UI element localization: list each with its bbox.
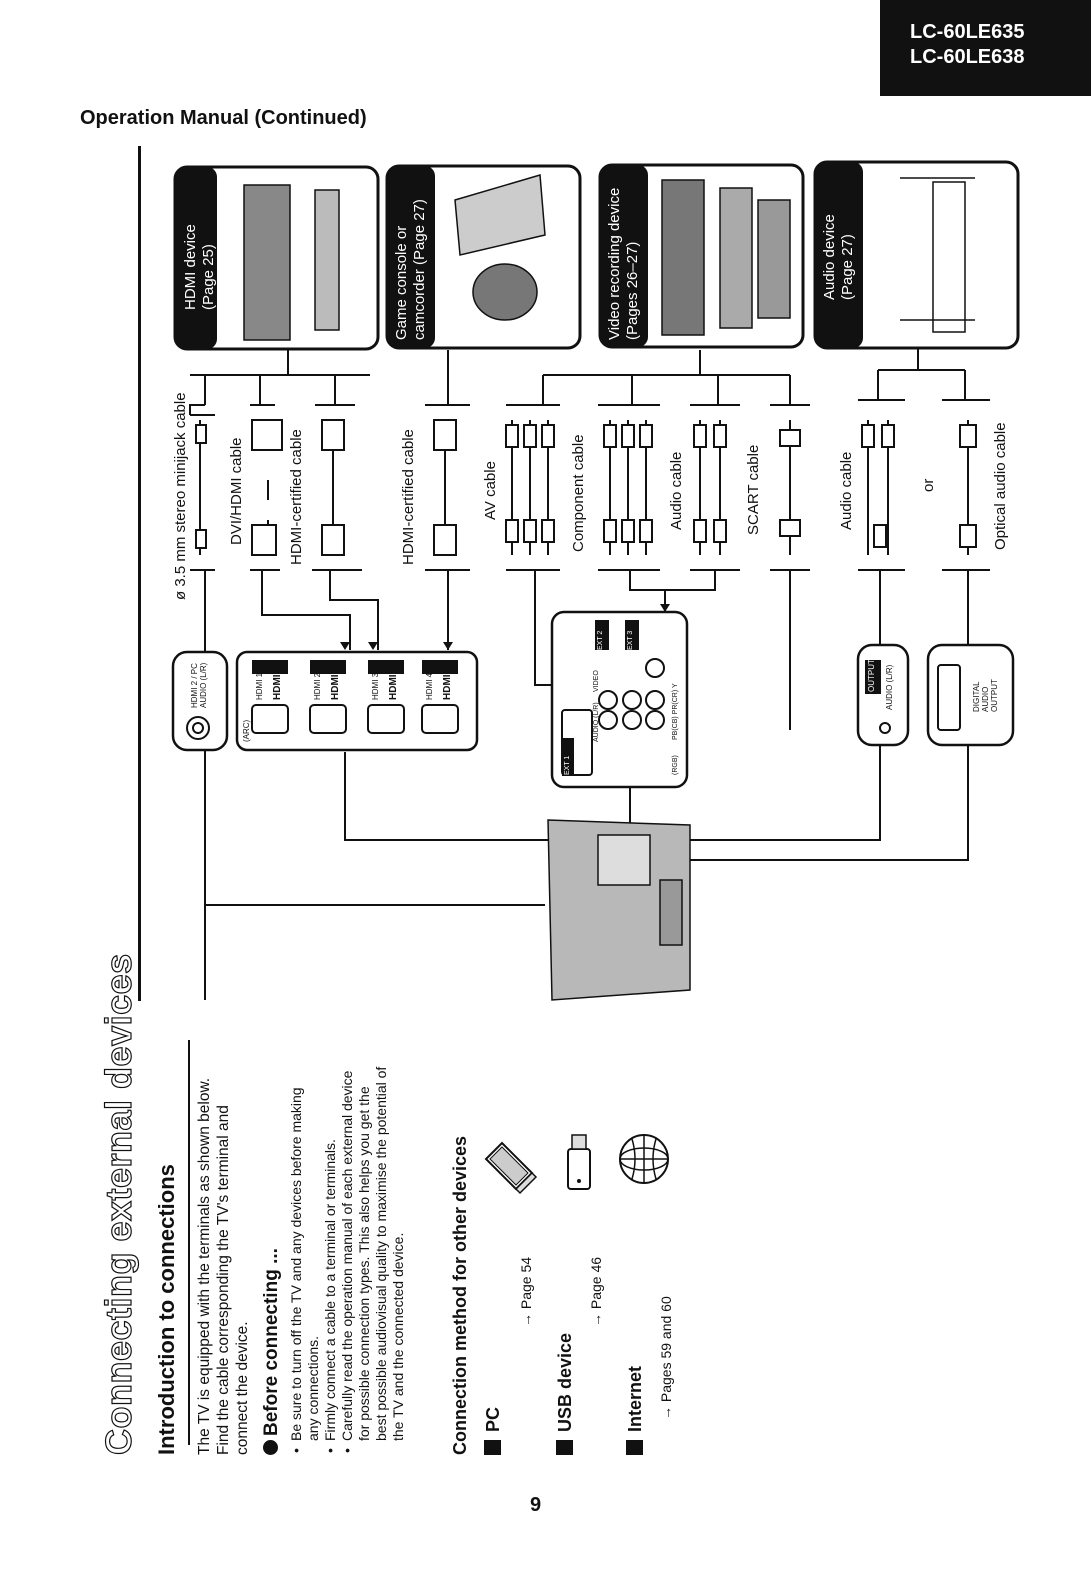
- digital-audio-output-label: DIGITAL AUDIO OUTPUT: [972, 679, 999, 712]
- ext2-label: EXT 2: [597, 630, 604, 650]
- video-label: VIDEO: [593, 670, 600, 692]
- optical-cable-label: Optical audio cable: [992, 422, 1009, 550]
- game-console-tag: Game console or camcorder (Page 27): [393, 140, 429, 340]
- arc-label: (ARC): [242, 719, 251, 742]
- hdmi-logo-4: HDMI: [442, 674, 453, 700]
- hdmi-logo-1: HDMI: [272, 674, 283, 700]
- or-label: or: [920, 478, 937, 492]
- subsection-rule: [188, 1040, 190, 1445]
- hdmi-device-page: (Page 25): [200, 244, 217, 310]
- globe-icon: [619, 1134, 669, 1184]
- hdmi-pc-audio-terminal-label: HDMI 2 / PC AUDIO (L/R): [190, 662, 208, 708]
- audio-device-page: (Page 27): [839, 234, 856, 300]
- video-recording-tag: Video recording device (Pages 26–27): [606, 140, 642, 340]
- ext3-label: EXT 3: [627, 630, 634, 650]
- video-recording-page: (Pages 26–27): [624, 241, 641, 340]
- av-cable-label: AV cable: [482, 461, 499, 520]
- model-number-box: LC-60LE635 LC-60LE638: [880, 0, 1091, 96]
- hdmi-2-port-label: HDMI 2: [313, 672, 322, 700]
- model-number-1: LC-60LE635: [910, 21, 1025, 43]
- rgb-label: (RGB): [672, 755, 679, 775]
- hdmi-certified-cable-label-1: HDMI-certified cable: [288, 429, 305, 565]
- game-console-label: Game console or: [393, 225, 410, 340]
- component-cable-label: Component cable: [570, 434, 587, 552]
- hdmi-device-label: HDMI device: [182, 224, 199, 310]
- model-number-2: LC-60LE638: [910, 46, 1025, 68]
- hdmi-3-port-label: HDMI 3: [371, 672, 380, 700]
- hdmi-device-tag: HDMI device (Page 25): [182, 110, 218, 310]
- minijack-cable-label: ø 3.5 mm stereo minijack cable: [172, 392, 189, 600]
- audio-lr-label: AUDIO (L/R): [593, 702, 600, 742]
- component-terminal-label: PB(CB) PR(CR) Y: [672, 683, 679, 740]
- hdmi-logo-3: HDMI: [388, 674, 399, 700]
- video-recording-label: Video recording device: [606, 187, 623, 340]
- audio-cable-label-1: Audio cable: [668, 451, 685, 530]
- hdmi-certified-cable-label-2: HDMI-certified cable: [400, 429, 417, 565]
- output-label: OUTPUT: [867, 659, 876, 692]
- page-number: 9: [530, 1494, 542, 1516]
- scart-cable-label: SCART cable: [745, 444, 762, 535]
- hdmi-logo-2: HDMI: [330, 674, 341, 700]
- dvi-hdmi-cable-label: DVI/HDMI cable: [228, 437, 245, 545]
- intro-column: Connecting external devices Introduction…: [97, 865, 674, 1456]
- usb-drive-icon: [567, 1134, 591, 1190]
- section-rule: [138, 146, 141, 1001]
- audio-device-tag: Audio device (Page 27): [821, 100, 857, 300]
- hdmi-4-port-label: HDMI 4: [425, 672, 434, 700]
- hdmi-1-port-label: HDMI 1: [255, 672, 264, 700]
- audio-cable-label-2: Audio cable: [838, 451, 855, 530]
- game-console-page: camcorder (Page 27): [411, 199, 428, 340]
- ext1-label: EXT 1: [564, 755, 571, 775]
- manual-heading: Operation Manual (Continued): [80, 107, 367, 129]
- laptop-icon: [484, 1141, 538, 1195]
- audio-device-label: Audio device: [821, 214, 838, 300]
- output-audio-label: AUDIO (L/R): [885, 664, 894, 710]
